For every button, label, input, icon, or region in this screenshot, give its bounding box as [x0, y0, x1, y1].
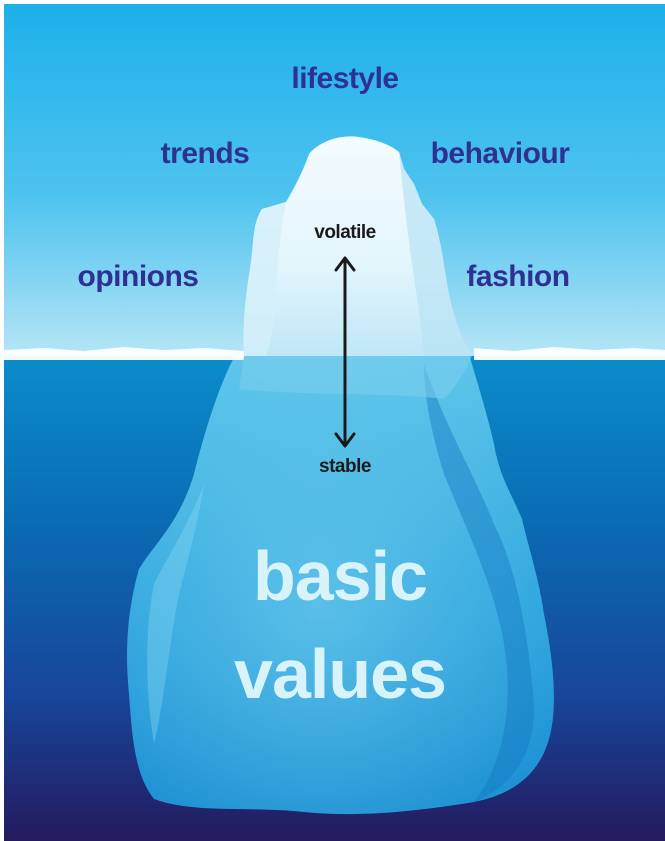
core-line-values: values: [234, 635, 447, 713]
waterline-right: [474, 347, 665, 360]
iceberg-tip-left-facet: [243, 202, 286, 356]
iceberg-shade: [424, 364, 535, 802]
stable-label: stable: [319, 456, 371, 477]
word-fashion: fashion: [466, 260, 570, 293]
volatile-label: volatile: [314, 222, 376, 243]
word-trends: trends: [160, 137, 250, 170]
word-behaviour: behaviour: [430, 137, 570, 170]
core-line-basic: basic: [253, 537, 428, 615]
iceberg-underwater-glow: [127, 354, 554, 815]
iceberg-scene: [4, 4, 665, 841]
volatility-arrow: [334, 256, 356, 448]
iceberg-highlight: [147, 484, 204, 744]
word-opinions: opinions: [77, 260, 199, 293]
word-lifestyle: lifestyle: [291, 62, 399, 95]
iceberg-tip-shade: [399, 152, 472, 356]
iceberg-submerged-top: [239, 356, 472, 399]
iceberg-diagram: lifestyle trends behaviour opinions fash…: [4, 4, 665, 841]
waterline: [4, 347, 244, 360]
